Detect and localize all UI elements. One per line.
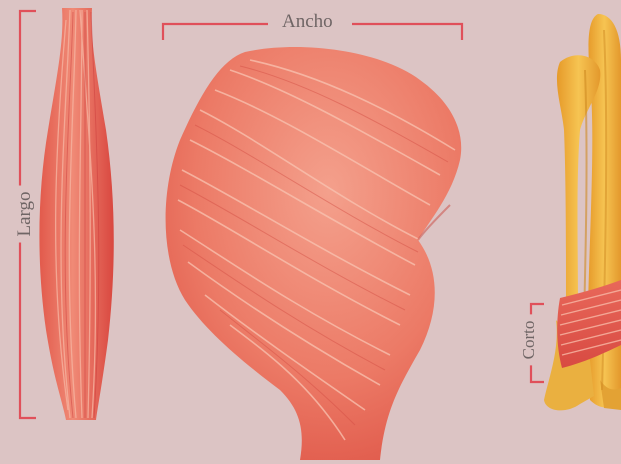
label-corto: Corto bbox=[519, 315, 539, 366]
wide-muscle bbox=[166, 47, 462, 460]
label-largo: Largo bbox=[15, 185, 35, 242]
long-muscle bbox=[39, 8, 113, 420]
label-ancho: Ancho bbox=[276, 12, 339, 32]
